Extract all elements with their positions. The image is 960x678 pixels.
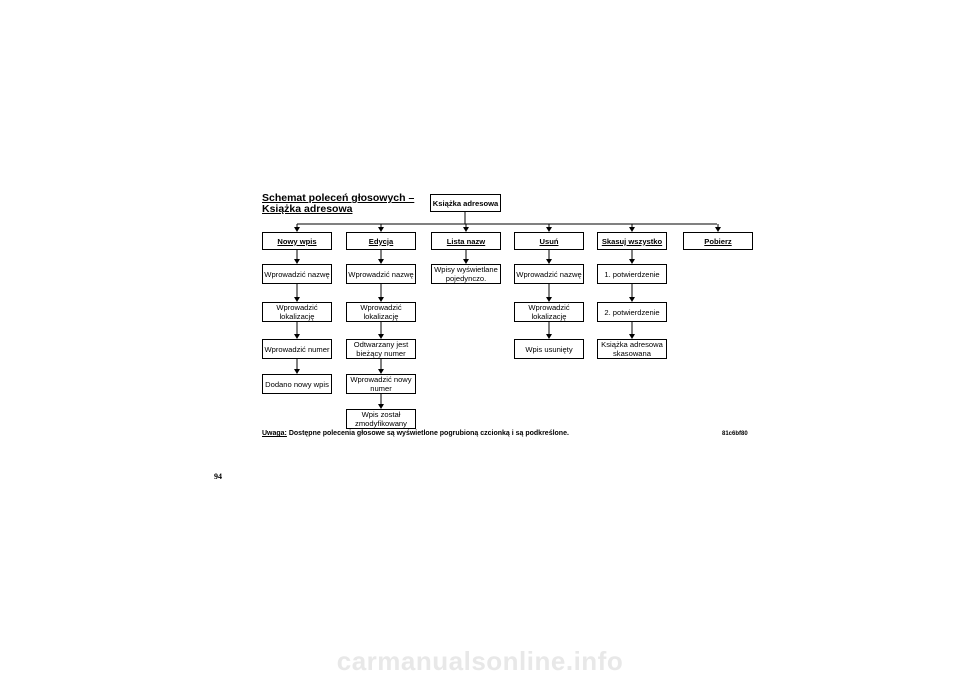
arrow-3-1-arrowhead [546, 297, 552, 302]
diagram-title: Schemat poleceń głosowych – Książka adre… [262, 192, 415, 215]
step-arrows [294, 250, 635, 409]
arrow-1-4-arrowhead [378, 404, 384, 409]
drop-1-arrowhead [378, 227, 384, 232]
step-box: Odtwarzany jest bieżący numer [346, 339, 416, 359]
step-box: Wprowadzić nowy numer [346, 374, 416, 394]
arrow-4-1-arrowhead [629, 297, 635, 302]
note-label: Uwaga: [262, 430, 287, 437]
arrow-3-0-arrowhead [546, 259, 552, 264]
drop-0-arrowhead [294, 227, 300, 232]
command-header: Pobierz [683, 232, 753, 250]
step-box: Dodano nowy wpis [262, 374, 332, 394]
step-box: Książka adresowa skasowana [597, 339, 667, 359]
figure-code: 81c6bf80 [722, 431, 748, 437]
note: Uwaga: Dostępne polecenia głosowe są wyś… [262, 430, 569, 437]
header-drops [294, 224, 721, 232]
drop-3-arrowhead [546, 227, 552, 232]
arrow-3-2-arrowhead [546, 334, 552, 339]
arrow-0-0-arrowhead [294, 259, 300, 264]
step-box: Wprowadzić nazwę [262, 264, 332, 284]
step-box: 2. potwierdzenie [597, 302, 667, 322]
drop-4-arrowhead [629, 227, 635, 232]
arrow-2-0-arrowhead [463, 259, 469, 264]
arrow-1-2-arrowhead [378, 334, 384, 339]
step-box: Wprowadzić lokalizację [346, 302, 416, 322]
step-box: Wpis usunięty [514, 339, 584, 359]
note-text: Dostępne polecenia głosowe są wyświetlon… [286, 430, 569, 437]
arrow-0-2-arrowhead [294, 334, 300, 339]
arrow-1-1-arrowhead [378, 297, 384, 302]
arrow-4-0-arrowhead [629, 259, 635, 264]
arrow-0-1-arrowhead [294, 297, 300, 302]
arrow-0-3-arrowhead [294, 369, 300, 374]
watermark: carmanualsonline.info [336, 646, 624, 676]
step-box: Wprowadzić nazwę [346, 264, 416, 284]
command-header: Edycja [346, 232, 416, 250]
arrow-4-2-arrowhead [629, 334, 635, 339]
arrow-1-3-arrowhead [378, 369, 384, 374]
step-box: Wpis został zmodyfikowany [346, 409, 416, 429]
step-box: Wpisy wyświetlane pojedynczo. [431, 264, 501, 284]
step-box: Wprowadzić lokalizację [262, 302, 332, 322]
step-box: Wprowadzić nazwę [514, 264, 584, 284]
command-header: Usuń [514, 232, 584, 250]
drop-5-arrowhead [715, 227, 721, 232]
command-header: Skasuj wszystko [597, 232, 667, 250]
arrow-1-0-arrowhead [378, 259, 384, 264]
root-node: Książka adresowa [430, 194, 501, 212]
step-box: Wprowadzić numer [262, 339, 332, 359]
drop-2-arrowhead [463, 227, 469, 232]
step-box: Wprowadzić lokalizację [514, 302, 584, 322]
step-box: 1. potwierdzenie [597, 264, 667, 284]
page-number: 94 [214, 472, 222, 481]
command-header: Nowy wpis [262, 232, 332, 250]
command-header: Lista nazw [431, 232, 501, 250]
